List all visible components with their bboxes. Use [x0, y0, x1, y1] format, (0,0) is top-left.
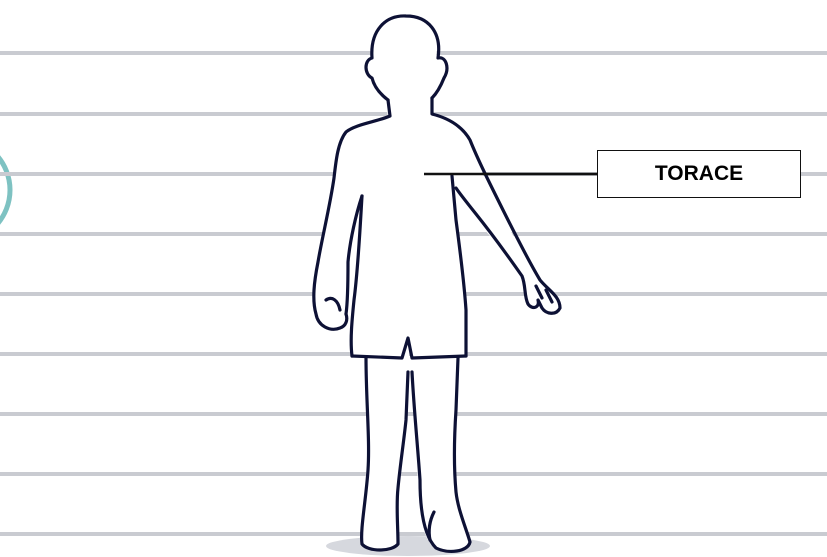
torace-label-text: TORACE — [655, 162, 743, 186]
torace-label-box: TORACE — [597, 150, 801, 198]
accent-circle — [0, 138, 10, 242]
child-silhouette — [312, 16, 560, 551]
